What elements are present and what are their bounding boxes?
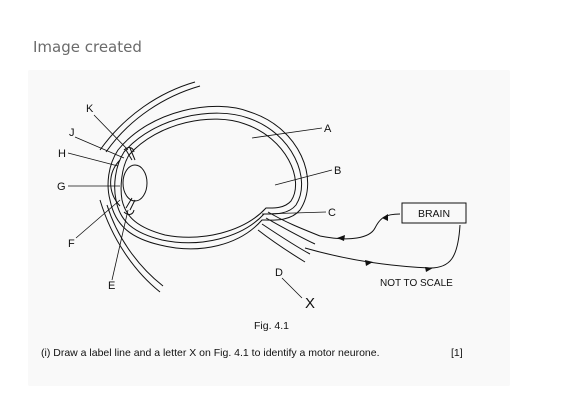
ciliary-top: [123, 147, 135, 153]
lower-eyelid-inner: [106, 204, 164, 287]
label-line-h: [67, 152, 119, 167]
question-marks: [1]: [451, 347, 463, 359]
label-line-c: [261, 211, 327, 215]
upper-eyelid: [99, 81, 196, 151]
ciliary-bottom: [123, 209, 135, 215]
arrow-1: [337, 235, 345, 241]
question-text: (i) Draw a label line and a letter X on …: [41, 347, 380, 359]
brain-label: BRAIN: [418, 208, 450, 220]
label-h: H: [58, 148, 66, 160]
label-line-b: [274, 169, 333, 186]
label-line-f: [75, 199, 121, 239]
label-a: A: [324, 123, 332, 135]
label-f: F: [68, 238, 75, 250]
cornea: [110, 159, 121, 207]
optic-nerve-upper: [267, 211, 321, 237]
label-x: X: [305, 295, 315, 312]
label-line-j: [74, 136, 125, 159]
optic-nerve-lower: [261, 223, 311, 255]
iris-bottom: [125, 197, 136, 211]
label-line-a: [251, 127, 323, 139]
label-d: D: [275, 267, 283, 279]
label-k: K: [86, 103, 94, 115]
label-b: B: [334, 165, 341, 177]
status-text: Image created: [33, 38, 142, 56]
label-line-d: [281, 277, 303, 299]
optic-nerve-mid: [265, 217, 316, 245]
generated-image: [28, 70, 510, 386]
figure-caption: Fig. 4.1: [254, 320, 290, 332]
label-g: G: [57, 181, 66, 193]
arrow-4: [425, 267, 433, 272]
choroid-outline: [114, 112, 303, 244]
optic-nerve-sheath: [257, 229, 306, 263]
arrow-3: [365, 260, 373, 266]
label-j: J: [69, 127, 75, 139]
lower-eyelid: [99, 199, 161, 293]
label-line-e: [111, 209, 129, 281]
brain-box: [401, 202, 467, 224]
lens: [122, 164, 148, 202]
motor-neurone: [304, 224, 461, 269]
arrow-2: [382, 214, 388, 221]
retina-outline: [120, 118, 296, 238]
scale-note: NOT TO SCALE: [380, 278, 453, 289]
upper-eyelid-inner: [105, 85, 201, 153]
label-c: C: [328, 207, 336, 219]
iris-top: [125, 147, 136, 161]
label-line-k: [93, 114, 129, 151]
sclera-outline: [107, 105, 309, 250]
label-e: E: [108, 280, 115, 292]
